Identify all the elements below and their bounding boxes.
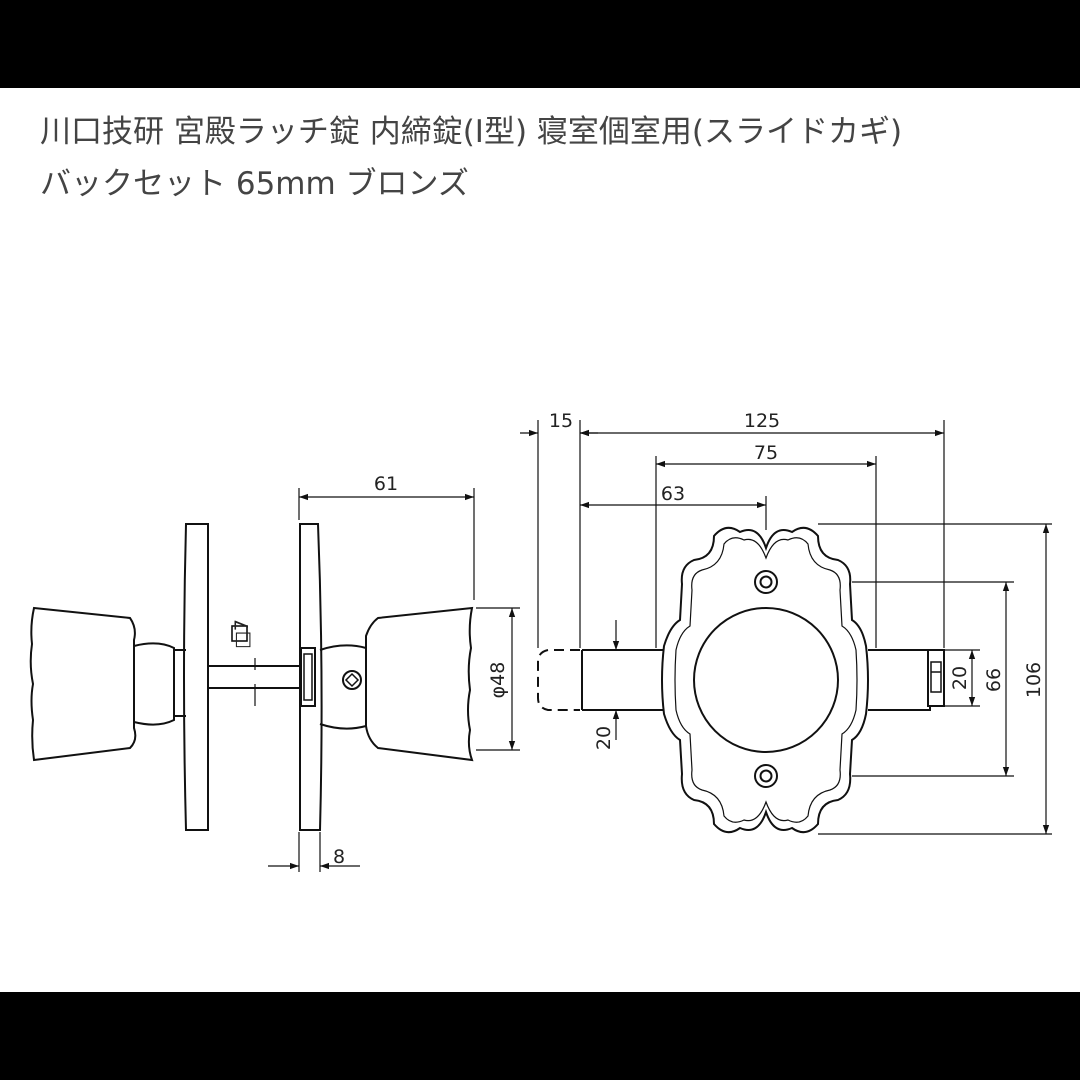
- front-view: [537, 526, 945, 834]
- screw-hole-top: [754, 570, 778, 594]
- product-title: 川口技研 宮殿ラッチ錠 内締錠(I型) 寝室個室用(スライドカギ) バックセット…: [40, 106, 1060, 210]
- left-knob: [29, 606, 137, 762]
- dim-66-label: 66: [983, 668, 1005, 692]
- dim-106-label: 106: [1023, 662, 1045, 698]
- bottom-black-bar: [0, 992, 1080, 1080]
- side-view: [29, 523, 474, 831]
- dim-8-label: 8: [333, 846, 345, 868]
- dim-15-label: 15: [549, 410, 573, 432]
- latch-body: [581, 649, 664, 711]
- knob-hole: [693, 607, 839, 753]
- square-symbol: [231, 625, 248, 642]
- left-knob-neck: [133, 642, 175, 726]
- dim-7-label: □7: [231, 619, 253, 649]
- technical-drawing: 61 φ48 □7 8 15 125 75 63 20 20 66 106: [29, 410, 1052, 872]
- dim-125-label: 125: [744, 410, 780, 432]
- title-line-2: バックセット 65mm ブロンズ: [40, 166, 469, 202]
- right-knob: [365, 606, 474, 762]
- title-line-1: 川口技研 宮殿ラッチ錠 内締錠(I型) 寝室個室用(スライドカギ): [40, 114, 903, 150]
- spindle: [207, 665, 301, 689]
- dim-20-right-label: 20: [949, 666, 971, 690]
- right-rose: [299, 523, 323, 831]
- left-rose: [183, 523, 209, 831]
- dim-61-label: 61: [374, 473, 398, 495]
- screw-hole-bottom: [754, 764, 778, 788]
- side-view-dimensions: [268, 488, 520, 872]
- top-black-bar: [0, 0, 1080, 88]
- latch-bolt-dashed: [537, 649, 580, 711]
- escutcheon-inner: [674, 537, 858, 823]
- dim-75-label: 75: [754, 442, 778, 464]
- front-view-dimensions: [520, 420, 1052, 835]
- escutcheon-plate: [661, 526, 869, 834]
- dim-48-label: φ48: [487, 662, 509, 699]
- dim-20-left-label: 20: [593, 726, 615, 750]
- dim-63-label: 63: [661, 483, 685, 505]
